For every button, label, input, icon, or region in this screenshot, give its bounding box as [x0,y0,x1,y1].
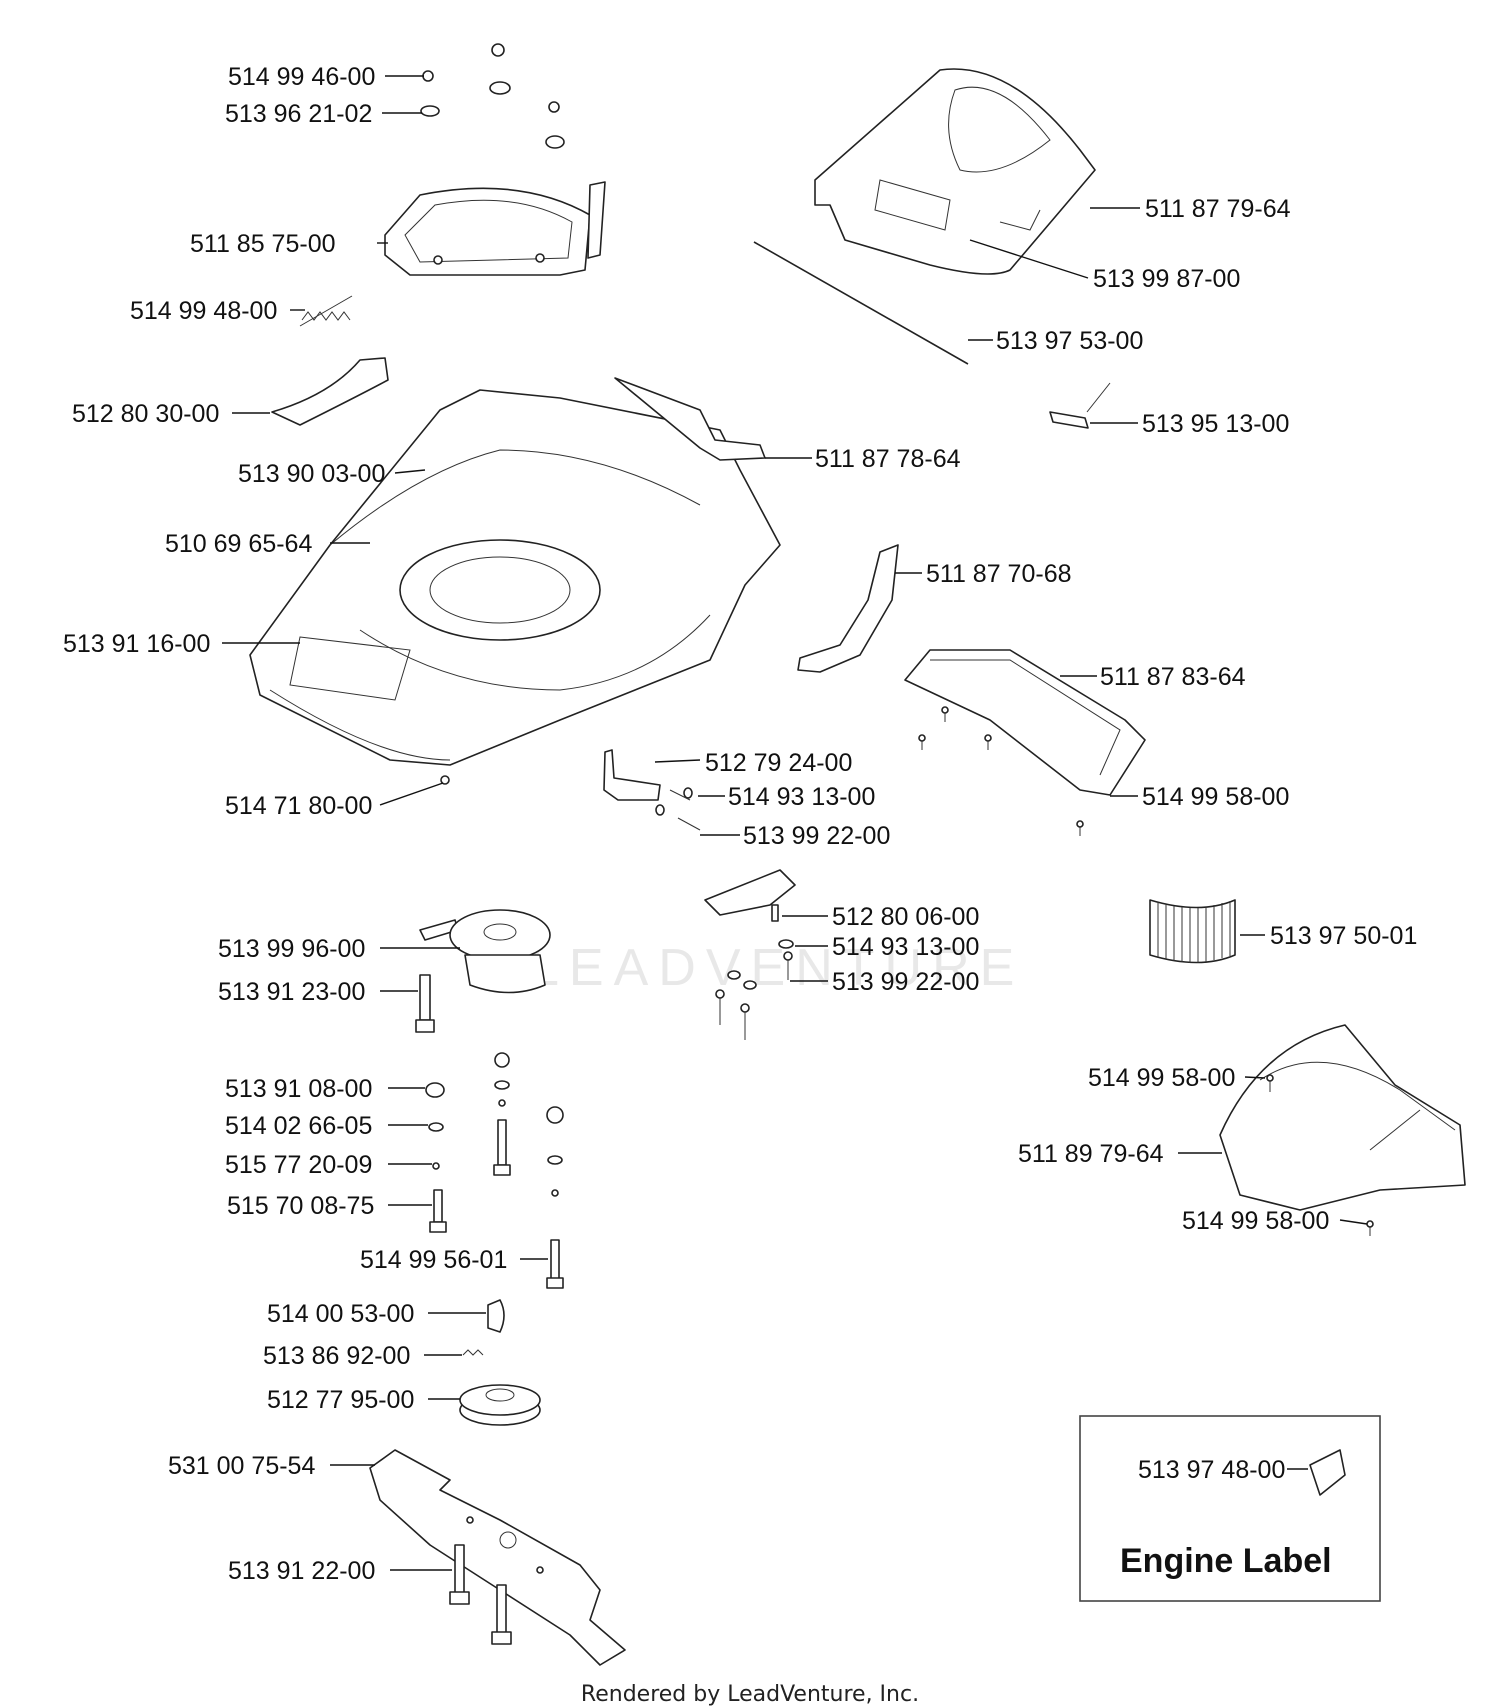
grille [1149,899,1236,964]
part-number-label: 513 97 53-00 [996,327,1143,355]
pulley [459,1384,541,1426]
part-number-label: 513 91 08-00 [225,1075,372,1103]
tray-screws [918,706,1084,836]
small-nut [440,775,450,785]
engine-label-decal [1309,1449,1346,1496]
part-number-label: 513 99 22-00 [743,822,890,850]
handle-strip [797,544,899,673]
part-number-label: 513 97 48-00 [1138,1456,1285,1484]
part-number-label: 514 71 80-00 [225,792,372,820]
chute [1219,1024,1466,1211]
part-number-label: 514 99 46-00 [228,63,375,91]
part-number-label: 515 77 20-09 [225,1151,372,1179]
part-number-label: 513 90 03-00 [238,460,385,488]
part-number-label: 513 96 21-02 [225,100,372,128]
part-number-label: 514 99 58-00 [1182,1207,1329,1235]
part-number-label: 515 70 08-75 [227,1192,374,1220]
part-number-label: 514 93 13-00 [832,933,979,961]
part-number-label: 511 87 83-64 [1100,663,1246,691]
part-number-label: 513 99 96-00 [218,935,365,963]
mower-deck [249,389,781,766]
clutch [419,909,551,994]
part-number-label: 514 99 58-00 [1088,1064,1235,1092]
part-number-label: 513 91 22-00 [228,1557,375,1585]
plate-pin [771,904,779,922]
part-labels: 514 99 46-00 513 96 21-02 511 85 75-00 5… [63,63,1417,1585]
clutch-bolt [415,974,435,1033]
washer [655,804,665,816]
rear-shield [614,377,766,461]
part-number-label: 514 99 58-00 [1142,783,1289,811]
engine-label-box: 513 97 48-00 Engine Label [1079,1415,1381,1602]
pin [669,789,691,801]
part-number-label: 513 99 87-00 [1093,265,1240,293]
part-number-label: 511 85 75-00 [190,230,336,258]
footer-credit: Rendered by LeadVenture, Inc. [580,1682,920,1707]
grass-bag-top [814,68,1096,275]
top-hardware [420,43,565,149]
watermark: LEADVENTURE [530,939,1024,997]
part-number-label: 514 02 66-05 [225,1112,372,1140]
engine-label-title: Engine Label [1120,1542,1332,1580]
tray [904,649,1146,796]
part-number-label: 513 91 23-00 [218,978,365,1006]
plate [704,869,796,916]
plate-hardware [715,939,794,1040]
rod [753,241,969,365]
part-number-label: 513 91 16-00 [63,630,210,658]
blade-bolts [449,1544,512,1645]
part-number-label: 512 77 95-00 [267,1386,414,1414]
part-number-label: 513 95 13-00 [1142,410,1289,438]
part-number-label: 514 99 48-00 [130,297,277,325]
handle-bracket [384,181,606,276]
part-number-label: 514 93 13-00 [728,783,875,811]
clip [1049,382,1111,429]
leader-lines [222,75,1368,1571]
part-number-label: 511 89 79-64 [1018,1140,1164,1168]
spring [299,295,353,327]
part-number-label: 513 97 50-01 [1270,922,1417,950]
part-number-label: 512 80 30-00 [72,400,219,428]
set-screw [462,1349,484,1356]
part-number-label: 513 99 22-00 [832,968,979,996]
part-number-label: 512 79 24-00 [705,749,852,777]
part-number-label: 511 87 79-64 [1145,195,1291,223]
part-number-label: 511 87 70-68 [926,560,1072,588]
part-number-label: 510 69 65-64 [165,530,312,558]
blade [369,1449,626,1666]
pin [677,817,701,831]
part-number-label: 514 99 56-01 [360,1246,507,1274]
washer [683,787,693,799]
part-number-label: 513 86 92-00 [263,1342,410,1370]
part-number-label: 514 00 53-00 [267,1300,414,1328]
key [487,1299,505,1333]
bracket [603,749,661,801]
part-number-label: 511 87 78-64 [815,445,961,473]
center-hardware [425,1052,564,1289]
part-number-label: 512 80 06-00 [832,903,979,931]
height-lever [271,357,389,426]
part-number-label: 531 00 75-54 [168,1452,315,1480]
